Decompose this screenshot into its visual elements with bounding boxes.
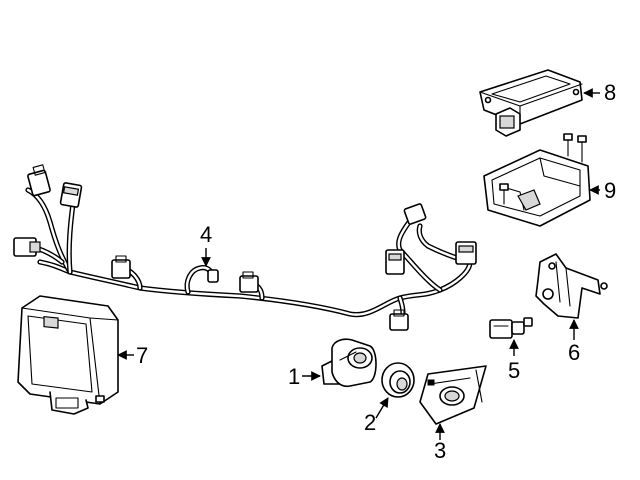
callout-8: 8: [583, 80, 616, 105]
svg-text:6: 6: [568, 340, 580, 365]
harness-connector: [111, 255, 131, 279]
electronic-module: [479, 69, 583, 137]
harness-connector: [455, 241, 477, 265]
callout-4: 4: [200, 222, 212, 267]
control-module: [17, 295, 119, 415]
sensor-holder: [419, 365, 487, 425]
harness-connector: [207, 269, 219, 283]
callout-2: 2: [364, 397, 389, 435]
callout-9: 9: [589, 178, 616, 203]
harness-connector: [27, 164, 51, 197]
svg-text:3: 3: [434, 438, 446, 463]
harness-connector: [13, 237, 41, 257]
callout-7: 7: [117, 343, 148, 368]
svg-text:8: 8: [604, 80, 616, 105]
callout-1: 1: [288, 364, 321, 389]
callout-5: 5: [508, 339, 520, 383]
svg-text:2: 2: [364, 410, 376, 435]
svg-text:1: 1: [288, 364, 300, 389]
harness-connector: [239, 271, 259, 293]
svg-text:9: 9: [604, 178, 616, 203]
sensor-grommet: [381, 362, 415, 398]
park-sensor: [321, 338, 377, 388]
wiring-harness: [13, 164, 477, 331]
svg-text:5: 5: [508, 358, 520, 383]
small-sensor: [489, 317, 533, 339]
svg-text:4: 4: [200, 222, 212, 247]
svg-text:7: 7: [136, 343, 148, 368]
module-bracket: [483, 133, 591, 227]
harness-connector: [59, 182, 83, 208]
sensor-bracket: [535, 253, 608, 319]
harness-connector: [403, 203, 427, 225]
callout-6: 6: [568, 319, 580, 365]
harness-connector: [389, 309, 409, 331]
harness-connector: [385, 249, 405, 275]
callout-3: 3: [434, 423, 446, 463]
